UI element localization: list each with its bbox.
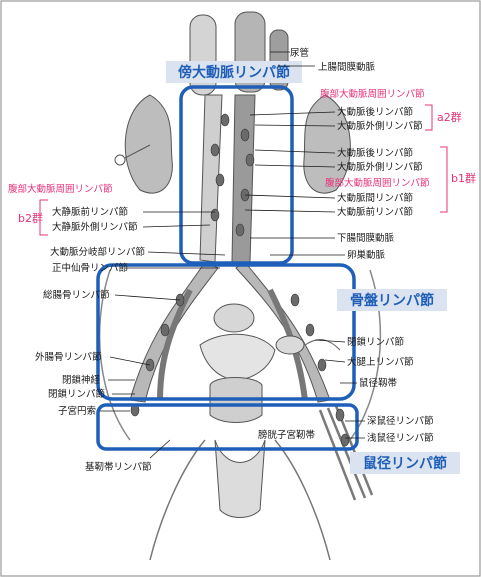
label-obturator-ln-2: 閉鎖リンパ節 bbox=[48, 388, 106, 400]
leader-lines bbox=[100, 51, 365, 459]
label-sup-mesenteric-artery: 上腸間膜動脈 bbox=[318, 61, 376, 73]
node bbox=[210, 208, 220, 222]
femoral-vessels bbox=[318, 405, 374, 501]
fallopian-tube bbox=[304, 339, 341, 351]
node bbox=[245, 153, 255, 167]
inguinal-region-label: 鼠径リンパ節 bbox=[363, 455, 447, 472]
label-suprainguinal: 大腿上リンパ節 bbox=[347, 356, 414, 368]
a2-bracket bbox=[425, 104, 433, 131]
label-round-ligament: 子宮円索 bbox=[58, 405, 96, 417]
label-lateral-aortic-2: 大動脈外側リンパ節 bbox=[337, 161, 423, 173]
para-aortic-region-box bbox=[179, 85, 294, 265]
inguinal-label-bg bbox=[350, 452, 460, 474]
label-precaval: 大静脈前リンパ節 bbox=[52, 206, 129, 218]
label-basal-ligament: 基靭帯リンパ節 bbox=[85, 461, 152, 473]
node bbox=[290, 293, 300, 307]
label-preaortic: 大動脈前リンパ節 bbox=[337, 206, 414, 218]
node bbox=[215, 173, 225, 187]
label-obturator-ln: 閉鎖リンパ節 bbox=[347, 336, 405, 348]
adrenal-marker bbox=[114, 154, 126, 166]
node bbox=[305, 323, 315, 337]
label-paraaortic-area-3: 腹部大動脈周囲リンパ節 bbox=[8, 183, 113, 195]
group-labels: a2群 b1群 b2群 bbox=[18, 110, 476, 225]
node bbox=[210, 143, 220, 157]
inguinal-region-box bbox=[96, 403, 359, 451]
pelvic-label-bg bbox=[337, 289, 447, 311]
label-ovarian-artery: 卵巣動脈 bbox=[347, 249, 386, 261]
left-ext-iliac bbox=[157, 288, 193, 401]
ovary-right bbox=[275, 335, 305, 355]
node bbox=[160, 323, 170, 337]
node bbox=[235, 223, 245, 237]
label-common-iliac: 総腸骨リンパ節 bbox=[43, 289, 110, 301]
para-aortic-label-bg bbox=[166, 61, 302, 83]
renal-vessel bbox=[124, 144, 151, 159]
anatomy-labels: 尿管 上腸間膜動脈 腹部大動脈周囲リンパ節 大動脈後リンパ節 大動脈外側リンパ節… bbox=[8, 47, 434, 473]
label-inguinal-ligament: 鼠径靱帯 bbox=[359, 377, 398, 389]
b2-bracket bbox=[39, 199, 48, 236]
node bbox=[220, 113, 230, 127]
group-b1: b1群 bbox=[451, 171, 476, 185]
label-superficial-inguinal: 浅鼠径リンパ節 bbox=[367, 432, 434, 444]
label-ureter: 尿管 bbox=[290, 47, 309, 59]
perineum bbox=[214, 439, 266, 518]
group-brackets bbox=[39, 104, 448, 236]
uterus bbox=[199, 333, 276, 381]
label-paraaortic-area-1: 腹部大動脈周囲リンパ節 bbox=[320, 88, 425, 100]
label-obturator-nerve: 閉鎖神経 bbox=[62, 374, 101, 386]
thigh-outline bbox=[149, 439, 331, 561]
group-a2: a2群 bbox=[437, 110, 462, 124]
label-median-sacral: 正中仙骨リンパ節 bbox=[52, 262, 129, 274]
node bbox=[317, 358, 327, 372]
label-external-iliac: 外腸骨リンパ節 bbox=[35, 351, 102, 363]
label-retrocaval-1: 大動脈後リンパ節 bbox=[337, 106, 414, 118]
node bbox=[340, 433, 350, 447]
b1-bracket bbox=[440, 146, 448, 213]
rectum bbox=[213, 303, 255, 333]
label-interaortocaval: 大動脈間リンパ節 bbox=[337, 192, 414, 204]
node bbox=[335, 408, 345, 422]
pelvic-region-box bbox=[96, 263, 356, 401]
label-inferior-mesenteric-artery: 下腸間膜動脈 bbox=[337, 232, 395, 244]
label-deep-inguinal: 深鼠径リンパ節 bbox=[367, 415, 434, 427]
label-lateral-caval: 大静脈外側リンパ節 bbox=[52, 221, 138, 233]
group-b2: b2群 bbox=[18, 211, 43, 225]
pelvic-region-label: 骨盤リンパ節 bbox=[350, 292, 434, 309]
label-lateral-aortic-1: 大動脈外側リンパ節 bbox=[337, 120, 423, 132]
para-aortic-region-label: 傍大動脈リンパ節 bbox=[178, 64, 290, 81]
label-aortic-bifurcation: 大動脈分岐部リンパ節 bbox=[50, 246, 146, 258]
label-paraaortic-area-2: 腹部大動脈周囲リンパ節 bbox=[325, 177, 430, 189]
label-retrocaval-2: 大動脈後リンパ節 bbox=[337, 147, 414, 159]
node bbox=[240, 128, 250, 142]
left-kidney bbox=[124, 94, 173, 194]
label-cardinal-ligament: 膀胱子宮靭帯 bbox=[258, 429, 316, 441]
right-kidney bbox=[303, 94, 351, 194]
